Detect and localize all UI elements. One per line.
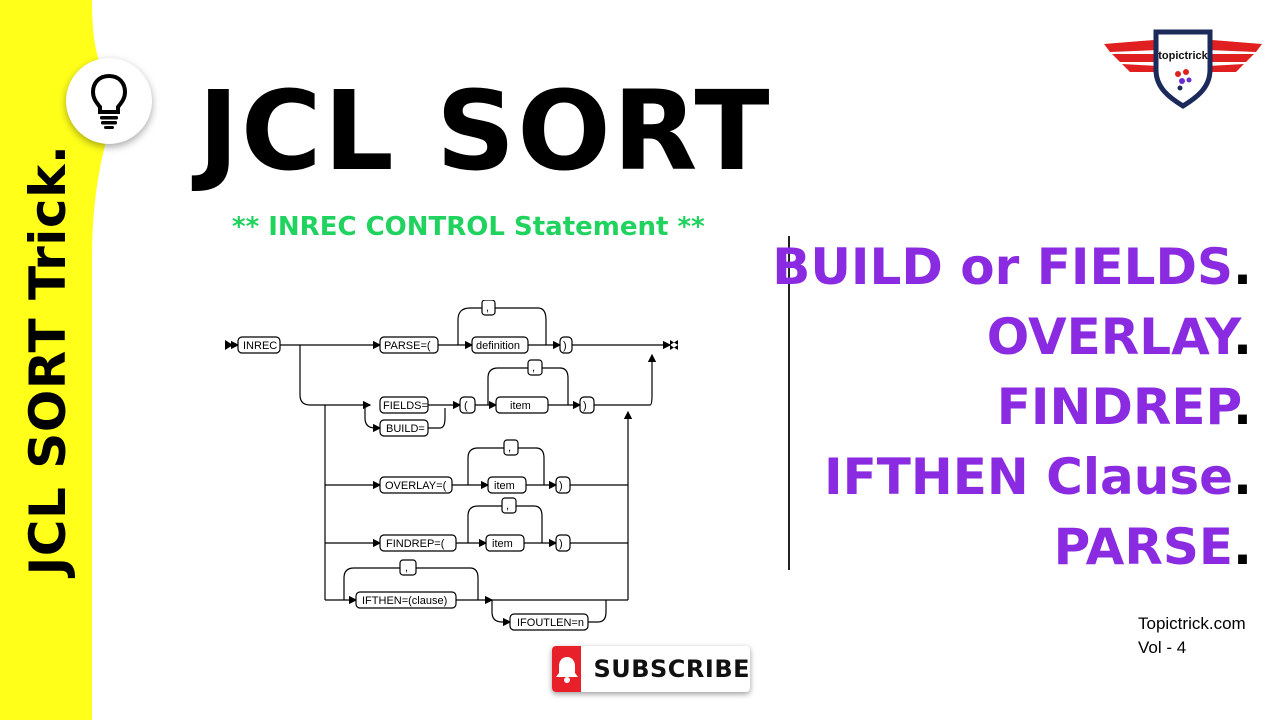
diagram-inrec: INREC	[243, 340, 277, 352]
inrec-syntax-diagram: INREC PARSE=( definition ) , FIELDS= BUI…	[220, 299, 690, 640]
side-title: JCL SORT Trick.	[19, 144, 77, 576]
diagram-item: item	[510, 400, 531, 412]
feature-item: PARSE.	[1053, 518, 1252, 576]
diagram-definition: definition	[476, 340, 520, 352]
diagram-comma: ,	[506, 500, 509, 512]
diagram-build: BUILD=	[386, 423, 425, 435]
subscribe-label: SUBSCRIBE	[593, 655, 750, 683]
bell-icon	[552, 646, 582, 692]
site-url: Topictrick.com	[1138, 614, 1246, 633]
main-title: JCL SORT	[198, 67, 772, 195]
vertical-divider	[788, 236, 790, 570]
svg-text:topictrick: topictrick	[1158, 50, 1208, 62]
diagram-close-paren: )	[563, 340, 567, 352]
diagram-close-paren: )	[583, 400, 587, 412]
feature-list: BUILD or FIELDS. OVERLAY. FINDREP. IFTHE…	[772, 232, 1252, 582]
diagram-open-paren: (	[464, 400, 468, 412]
volume-label: Vol - 4	[1138, 638, 1187, 657]
feature-item: FINDREP.	[996, 378, 1252, 436]
feature-item: OVERLAY.	[986, 308, 1252, 366]
topictrick-logo: topictrick	[1104, 29, 1262, 109]
site-info: Topictrick.com Vol - 4	[1138, 612, 1246, 660]
feature-item: IFTHEN Clause.	[824, 448, 1252, 506]
subscribe-button[interactable]: SUBSCRIBE	[552, 646, 750, 692]
diagram-parse: PARSE=(	[384, 340, 431, 352]
diagram-ifthen: IFTHEN=(clause)	[362, 595, 447, 607]
diagram-close-paren: )	[559, 480, 563, 492]
lightbulb-icon	[90, 73, 128, 129]
feature-item: BUILD or FIELDS.	[772, 238, 1252, 296]
diagram-fields: FIELDS=	[383, 400, 428, 412]
diagram-comma: ,	[486, 302, 489, 314]
diagram-ifoutlen: IFOUTLEN=n	[517, 617, 584, 629]
diagram-overlay: OVERLAY=(	[385, 480, 447, 492]
diagram-item: item	[492, 538, 513, 550]
diagram-close-paren: )	[559, 538, 563, 550]
diagram-comma: ,	[532, 362, 535, 374]
diagram-item: item	[494, 480, 515, 492]
diagram-comma: ,	[405, 562, 408, 574]
subtitle: ** INREC CONTROL Statement **	[232, 212, 705, 242]
diagram-findrep: FINDREP=(	[386, 538, 445, 550]
diagram-comma: ,	[508, 442, 511, 454]
lightbulb-badge	[66, 58, 152, 144]
